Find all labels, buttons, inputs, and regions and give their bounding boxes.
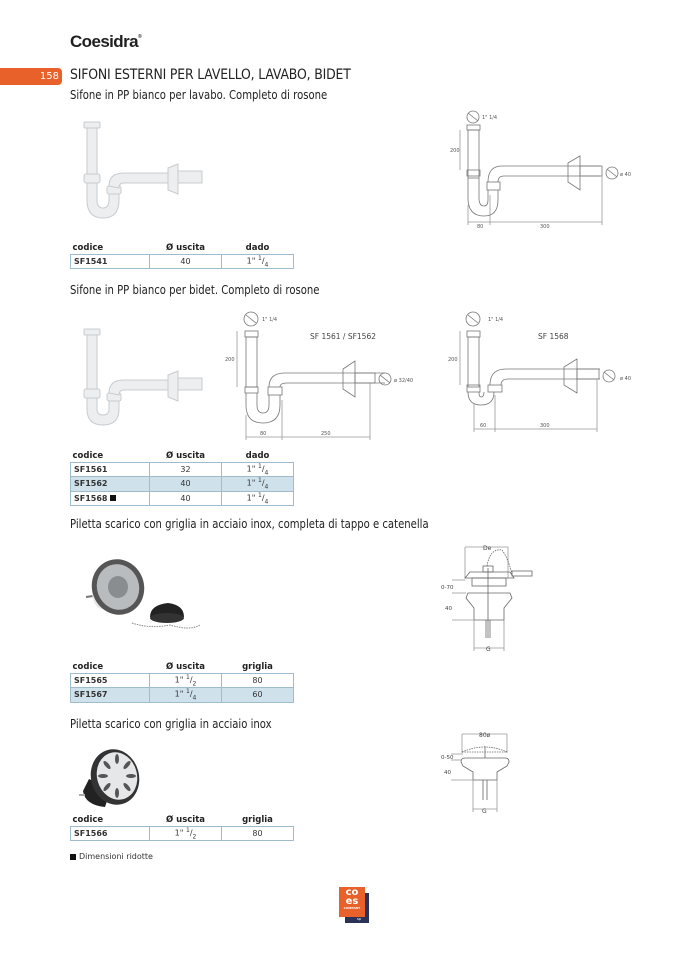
height-label: 200 [448, 357, 458, 363]
technical-drawing-sf1568: 1" 1/4 SF 1568 200 ø 40 60 300 [448, 311, 631, 432]
cell-code: SF1566 [70, 825, 150, 842]
product-photo-drain-grid [79, 749, 140, 807]
cell-outlet: 1" 1/2 [149, 672, 222, 689]
table-row: SF1565 1" 1/2 80 [70, 672, 294, 689]
product-photo-drain-with-plug [85, 559, 201, 629]
logo-tagline: COMPANY [343, 906, 361, 910]
logo-line-2: es [345, 896, 359, 907]
height-label: 40 [444, 770, 451, 776]
model-label: SF 1561 / SF1562 [310, 332, 376, 341]
cell-grid: 80 [221, 672, 294, 689]
outlet-label: ø 32/40 [394, 378, 413, 384]
cell-outlet: 40 [149, 476, 222, 492]
height-label: 40 [445, 606, 452, 612]
reduced-size-marker-icon [70, 853, 76, 860]
col-header: griglia [242, 815, 273, 825]
dim-b-label: 250 [321, 431, 331, 437]
cell-outlet: 40 [149, 490, 222, 506]
section-1-subtitle: Sifone in PP bianco per lavabo. Completo… [70, 88, 328, 102]
table-row: SF1561 32 1" 1/4 [70, 461, 294, 478]
thread-label: 1" 1/4 [488, 317, 503, 323]
height-label: 200 [225, 357, 235, 363]
cell-code: SF1561 [70, 461, 150, 478]
thread-label: 1" 1/4 [482, 115, 497, 121]
cell-nut: 1" 1/4 [221, 461, 294, 478]
model-label: SF 1568 [538, 332, 569, 341]
cell-code: SF1568 [70, 490, 150, 506]
dim-b-label: 300 [540, 224, 550, 230]
technical-drawing-sf1561-sf1562: 1" 1/4 SF 1561 / SF1562 200 ø 32/40 80 2… [225, 311, 413, 440]
dim-a-label: 60 [480, 423, 486, 429]
section-3-subtitle: Piletta scarico con griglia in acciaio i… [70, 517, 429, 531]
col-header: dado [245, 451, 270, 461]
footer-logo: co es COMPANY sp [339, 887, 369, 923]
cell-code: SF1567 [70, 687, 150, 703]
cell-grid: 60 [221, 687, 294, 703]
range-label: 0-70 [441, 585, 454, 591]
spec-table-drain-with-plug: codice Ø uscita griglia SF1565 1" 1/2 80… [70, 662, 294, 703]
col-header: codice [72, 662, 104, 672]
product-photo-lavabo-siphon [83, 121, 203, 219]
cell-code: SF1562 [70, 476, 150, 492]
table-row: SF1562 40 1" 1/4 [70, 476, 294, 492]
col-header: Ø uscita [165, 815, 206, 825]
cell-nut: 1" 1/4 [221, 476, 294, 492]
col-header: codice [72, 243, 104, 253]
cell-nut: 1" 1/4 [221, 253, 294, 270]
cell-code: SF1541 [70, 253, 150, 270]
technical-drawing-drain-with-plug: De 0-70 40 G [441, 545, 533, 653]
cell-outlet: 32 [149, 461, 222, 478]
dim-b-label: 300 [540, 423, 550, 429]
bottom-label: G [482, 808, 487, 815]
table-row: SF1568 40 1" 1/4 [70, 490, 294, 506]
thread-label: 1" 1/4 [262, 317, 277, 323]
page-title: SIFONI ESTERNI PER LAVELLO, LAVABO, BIDE… [70, 67, 351, 83]
cell-outlet: 1" 1/2 [149, 825, 222, 842]
reduced-size-marker-icon [109, 495, 116, 502]
table-row: SF1566 1" 1/2 80 [70, 825, 294, 842]
cell-outlet: 40 [149, 253, 222, 270]
brand-logo: Coesidra® [70, 32, 142, 51]
logo-badge: sp [357, 917, 362, 921]
cell-nut: 1" 1/4 [221, 490, 294, 506]
section-2-subtitle: Sifone in PP bianco per bidet. Completo … [70, 283, 320, 297]
col-header: codice [72, 815, 104, 825]
spec-table-bidet: codice Ø uscita dado SF1561 32 1" 1/4 SF… [70, 451, 294, 506]
top-label: 80ø [479, 732, 491, 739]
page-number-tab: 158 [0, 68, 62, 85]
section-4-subtitle: Piletta scarico con griglia in acciaio i… [70, 717, 272, 731]
footnote: Dimensioni ridotte [70, 852, 153, 861]
cell-code: SF1565 [70, 672, 150, 689]
technical-drawing-lavabo: 1" 1/4 200 ø 40 80 300 [450, 110, 631, 230]
cell-outlet: 1" 1/4 [149, 687, 222, 703]
outlet-label: ø 40 [620, 172, 631, 178]
height-label: 200 [450, 148, 460, 154]
logo-line-1: co [345, 887, 359, 898]
spec-table-drain-grid: codice Ø uscita griglia SF1566 1" 1/2 80 [70, 815, 294, 842]
cell-grid: 80 [221, 825, 294, 842]
table-row: SF1541 40 1" 1/4 [70, 253, 294, 270]
product-photo-bidet-siphon [83, 328, 203, 426]
col-header: griglia [242, 662, 273, 672]
outlet-label: ø 40 [620, 376, 631, 382]
spec-table-lavabo: codice Ø uscita dado SF1541 40 1" 1/4 [70, 243, 294, 270]
dim-a-label: 80 [477, 224, 483, 230]
dim-a-label: 80 [260, 431, 266, 437]
col-header: Ø uscita [165, 662, 206, 672]
col-header: Ø uscita [165, 451, 206, 461]
table-row: SF1567 1" 1/4 60 [70, 687, 294, 703]
top-label: De [483, 545, 492, 552]
technical-drawing-drain-grid: 80ø 0-50 40 G [441, 732, 510, 815]
range-label: 0-50 [441, 755, 454, 761]
col-header: Ø uscita [165, 243, 206, 253]
col-header: codice [72, 451, 104, 461]
col-header: dado [245, 243, 270, 253]
bottom-label: G [486, 646, 491, 653]
